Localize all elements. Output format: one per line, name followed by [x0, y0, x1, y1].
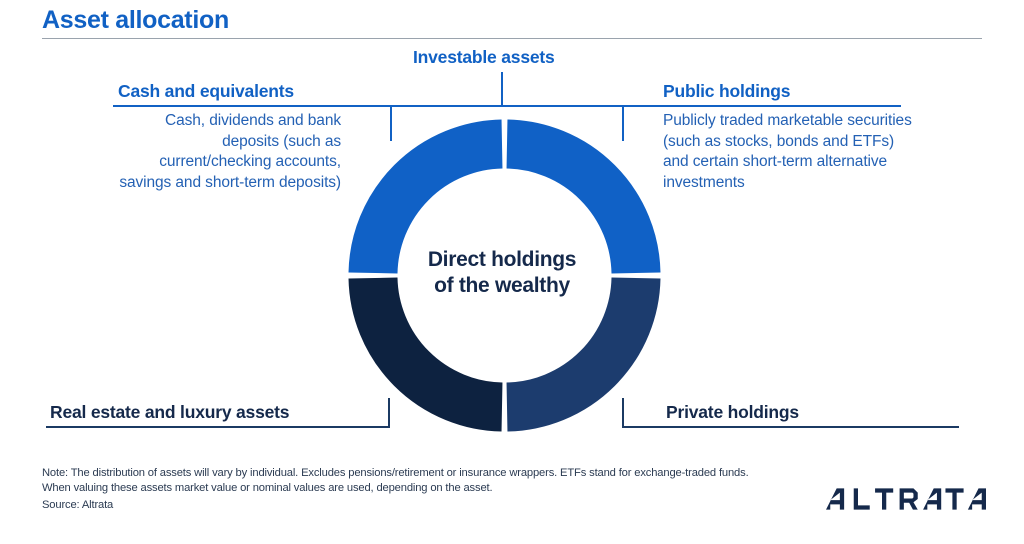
node-description-cash-and-equivalents: Cash, dividends and bank deposits (such …	[119, 112, 341, 191]
connector-public-underline	[622, 105, 901, 107]
altrata-logo	[826, 488, 986, 510]
title-divider	[42, 38, 982, 39]
donut-segment-cash-and-equivalents	[348, 119, 504, 275]
node-label-public-holdings: Public holdings	[663, 81, 791, 101]
connector-real-estate-vertical	[388, 398, 390, 428]
source-text: Source: Altrata	[42, 499, 114, 511]
connector-top-left-drop	[390, 105, 392, 141]
node-description-public-holdings: Publicly traded marketable securities (s…	[663, 112, 912, 191]
page-title: Asset allocation	[42, 6, 229, 34]
connector-top-right-drop	[622, 105, 624, 141]
connector-investable-stem	[501, 72, 503, 106]
node-label-cash-and-equivalents: Cash and equivalents	[118, 81, 294, 101]
connector-top-bar	[390, 105, 624, 107]
donut-segment-public-holdings	[505, 119, 661, 275]
donut-chart	[348, 119, 661, 432]
node-label-real-estate-and-luxury-assets: Real estate and luxury assets	[50, 402, 290, 422]
connector-real-estate-underline	[46, 426, 390, 428]
connector-private-underline	[622, 426, 959, 428]
footnote-text: Note: The distribution of assets will va…	[42, 467, 749, 494]
connector-private-vertical	[622, 398, 624, 428]
connector-cash-underline	[113, 105, 390, 107]
node-label-private-holdings: Private holdings	[666, 402, 799, 422]
donut-segment-real-estate-and-luxury-assets	[348, 276, 504, 432]
donut-segment-private-holdings	[505, 276, 661, 432]
node-label-investable-assets: Investable assets	[413, 47, 555, 67]
